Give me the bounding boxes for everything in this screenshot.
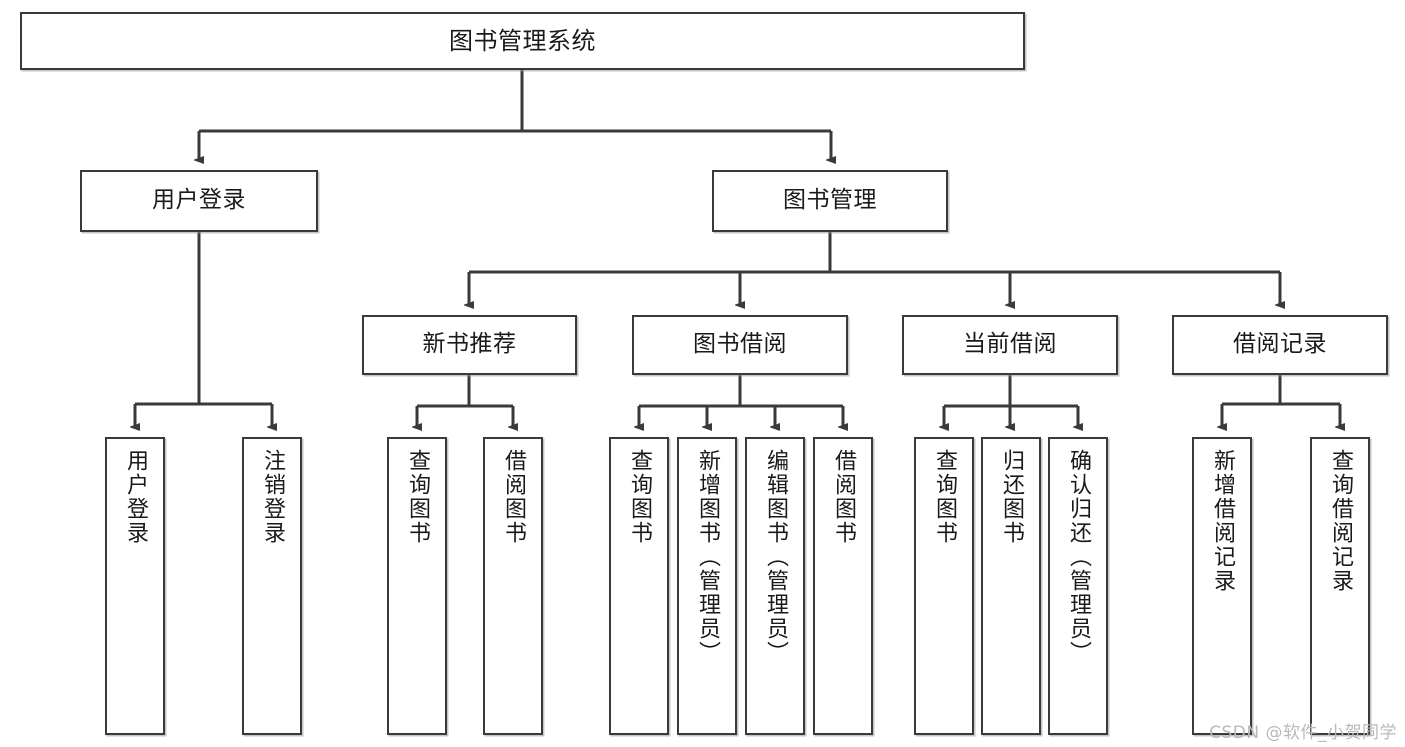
leaf-borrow-book-2[interactable]: 借阅图书	[813, 437, 873, 735]
node-label: 借阅图书	[831, 449, 856, 545]
leaf-query-book-2[interactable]: 查询图书	[609, 437, 669, 735]
node-user-login[interactable]: 用户登录	[80, 170, 318, 232]
node-label: 用户登录	[123, 449, 148, 545]
node-label: 用户登录	[152, 187, 246, 214]
node-label: 新书推荐	[422, 331, 517, 358]
node-current-borrow[interactable]: 当前借阅	[902, 315, 1118, 375]
node-label: 查询借阅记录	[1328, 449, 1353, 593]
leaf-add-book[interactable]: 新增图书（管理员）	[677, 437, 737, 735]
node-label: 查询图书	[627, 449, 652, 545]
node-label: 借阅图书	[501, 449, 526, 545]
node-label: 查询图书	[405, 449, 430, 545]
node-book-borrow[interactable]: 图书借阅	[632, 315, 848, 375]
leaf-return-book[interactable]: 归还图书	[981, 437, 1041, 735]
watermark: CSDN @软件_小贺同学	[1209, 723, 1397, 743]
node-label: 图书借阅	[693, 331, 787, 358]
leaf-add-record[interactable]: 新增借阅记录	[1192, 437, 1252, 735]
leaf-query-book-1[interactable]: 查询图书	[387, 437, 447, 735]
leaf-query-record[interactable]: 查询借阅记录	[1310, 437, 1370, 735]
node-label: 查询图书	[932, 449, 957, 545]
node-label: 确认归还（管理员）	[1066, 449, 1091, 665]
leaf-confirm-return[interactable]: 确认归还（管理员）	[1048, 437, 1108, 735]
leaf-borrow-book-1[interactable]: 借阅图书	[483, 437, 543, 735]
leaf-edit-book[interactable]: 编辑图书（管理员）	[745, 437, 805, 735]
node-root-system[interactable]: 图书管理系统	[20, 12, 1025, 70]
node-label: 归还图书	[999, 449, 1024, 545]
leaf-user-logout[interactable]: 注销登录	[242, 437, 302, 735]
node-label: 借阅记录	[1233, 331, 1327, 358]
node-label: 当前借阅	[963, 331, 1057, 358]
node-label: 图书管理	[783, 187, 877, 214]
node-label: 注销登录	[260, 449, 285, 545]
node-new-book-rec[interactable]: 新书推荐	[362, 315, 577, 375]
leaf-user-login[interactable]: 用户登录	[105, 437, 165, 735]
node-book-manage[interactable]: 图书管理	[712, 170, 948, 232]
node-label: 新增借阅记录	[1210, 449, 1235, 593]
node-label: 编辑图书（管理员）	[763, 449, 788, 665]
node-borrow-record[interactable]: 借阅记录	[1172, 315, 1388, 375]
node-label: 新增图书（管理员）	[695, 449, 720, 665]
leaf-query-book-3[interactable]: 查询图书	[914, 437, 974, 735]
node-label: 图书管理系统	[449, 26, 596, 55]
